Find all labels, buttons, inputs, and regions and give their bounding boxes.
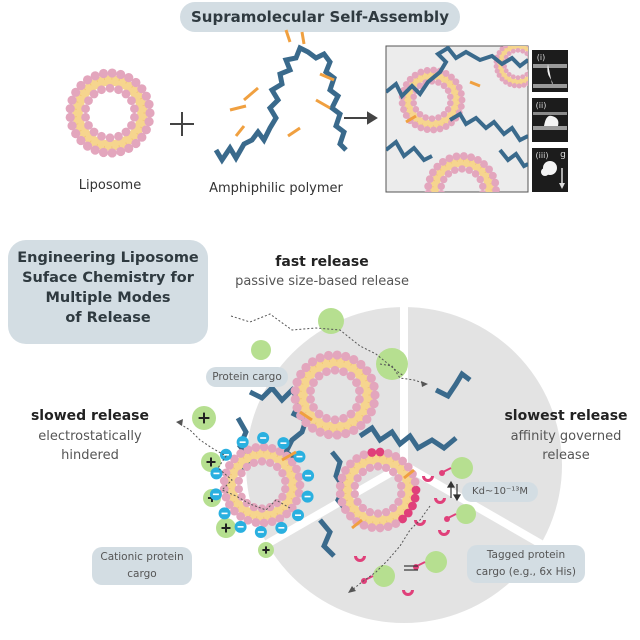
negative-charge-icon (302, 469, 315, 482)
binder-icon (354, 556, 366, 562)
panel-label-iii: (iii) (535, 151, 549, 160)
panel-label-ii: (ii) (535, 101, 547, 110)
liposome (424, 152, 500, 192)
release-arrows (404, 565, 418, 571)
liposome (290, 350, 380, 440)
slowed-release-desc-1: electrostatically (38, 429, 142, 444)
negative-charge-icon (219, 448, 232, 461)
binder-icon (422, 476, 434, 482)
linker (299, 410, 313, 422)
fast-release-description: passive size-based release (235, 274, 409, 289)
tagged-protein-icon (439, 457, 473, 479)
slowest-release-desc-2: release (542, 448, 590, 463)
cationic-cargo (192, 406, 274, 558)
negative-charge-icon (275, 521, 288, 534)
cationic-protein-icon (258, 542, 274, 558)
binder-icon (434, 498, 446, 504)
engineering-line-4: of Release (65, 310, 151, 326)
negative-charge-icon (254, 525, 267, 538)
kd-label: Kd~10⁻¹³M (462, 482, 538, 502)
cationic-tag-line-1: Cationic protein (100, 551, 184, 563)
slowest-release-desc-1: affinity governed (510, 429, 622, 444)
engineering-box: Engineering Liposome Suface Chemistry fo… (8, 240, 208, 344)
cationic-tag-line-2: cargo (127, 568, 157, 580)
cationic-cargo-tag: Cationic protein cargo (92, 547, 192, 585)
engineering-line-1: Engineering Liposome (17, 250, 199, 266)
negative-charge-icon (292, 509, 305, 522)
cationic-protein-icon (192, 406, 216, 430)
arrow-right-icon (344, 111, 378, 125)
liposome-icon (65, 68, 155, 158)
gravity-label: g (560, 150, 566, 160)
linker (403, 468, 415, 480)
engineering-line-2: Suface Chemistry for (22, 270, 194, 286)
binder-icon (414, 520, 426, 526)
amphiphilic-polymer-icon (213, 29, 348, 165)
negative-charge-icon (209, 488, 222, 501)
cationic-protein-icon (216, 518, 236, 538)
panel-label-i: (i) (536, 53, 546, 62)
slowest-release-heading: slowest release (504, 408, 628, 424)
tagged-tag-line-2: cargo (e.g., 6x His) (476, 566, 576, 578)
negative-charge-icon (293, 450, 306, 463)
liposome (398, 66, 466, 134)
negative-charge-icon (218, 507, 231, 520)
title-pill: Supramolecular Self-Assembly (180, 2, 460, 32)
fast-release-heading: fast release (275, 254, 369, 270)
kd-arrows (446, 480, 462, 502)
tagged-cargo-tag: Tagged protein cargo (e.g., 6x His) (467, 545, 585, 583)
slowed-release-heading: slowed release (30, 408, 150, 424)
polymer-label: Amphiphilic polymer (209, 181, 343, 196)
negative-charge-icon (210, 467, 223, 480)
negative-charge-icon (234, 520, 247, 533)
cationic-protein-icon (201, 452, 221, 472)
liposome-label: Liposome (78, 178, 142, 193)
binder-icon (438, 530, 450, 536)
tagged-protein-icon (413, 551, 447, 573)
negative-charge-icon (277, 437, 290, 450)
linker (469, 80, 481, 88)
negative-charge-icon (301, 490, 314, 503)
tagged-tag-line-1: Tagged protein (486, 549, 566, 561)
liposome (65, 68, 155, 158)
negative-charge-icon (236, 436, 249, 449)
plus-icon (170, 112, 194, 136)
gel-photo-panels (532, 50, 568, 192)
linker (405, 114, 417, 124)
tagged-cargo (354, 457, 476, 596)
linker (351, 518, 363, 530)
engineering-line-3: Multiple Modes (45, 290, 171, 306)
negative-charges (209, 432, 315, 538)
binder-icon (402, 590, 414, 596)
slowed-release-desc-2: hindered (61, 448, 119, 463)
protein-cargo-tag: Protein cargo (206, 367, 288, 387)
linker (281, 450, 297, 462)
tagged-protein-icon (444, 504, 476, 524)
liposome (335, 447, 421, 533)
negative-charge-icon (257, 432, 270, 445)
fast-release-cargo (230, 308, 428, 387)
